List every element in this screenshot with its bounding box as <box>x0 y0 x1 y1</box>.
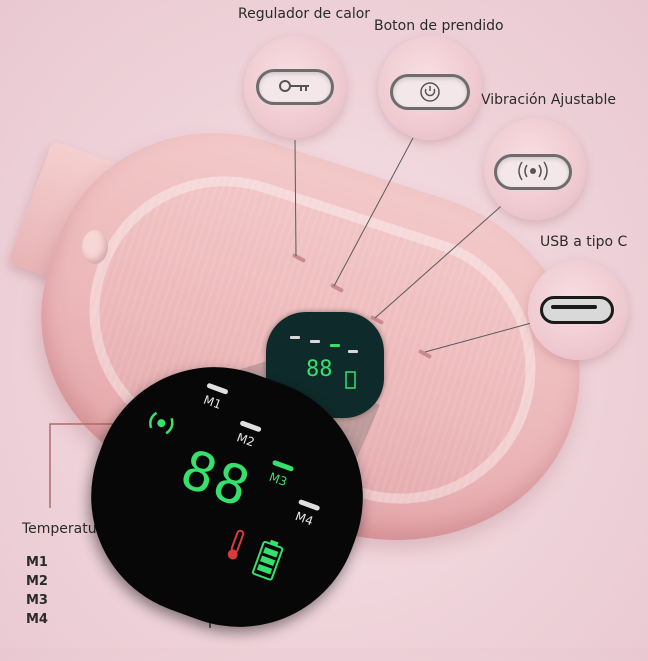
vibration-icon <box>518 161 548 181</box>
small-display-digits: 88 <box>306 357 333 382</box>
heat-regulator-pill <box>256 69 334 105</box>
vibration-label: Vibración Ajustable <box>481 92 616 108</box>
power-button-pill <box>390 74 470 110</box>
usb-callout <box>528 260 628 360</box>
m4-label: M4 <box>293 509 316 529</box>
m1-label: M1 <box>201 392 224 412</box>
power-button-callout <box>378 36 482 140</box>
heat-regulator-callout <box>244 36 346 138</box>
mode-list-m1: M1 <box>26 555 48 570</box>
thermometer-icon <box>227 529 245 560</box>
device-knob <box>82 230 108 264</box>
mode-list-m2: M2 <box>26 574 48 589</box>
device-display-zoom: M1 M2 M3 M4 88 <box>57 333 397 661</box>
temperature-digits: 88 <box>172 437 260 521</box>
power-icon <box>420 82 440 102</box>
power-button-label: Boton de prendido <box>374 18 504 34</box>
temperature-label: Temperatura <box>22 521 111 537</box>
small-display-graphics: 88 <box>290 336 358 389</box>
usb-label: USB a tipo C <box>540 234 628 250</box>
m2-label: M2 <box>234 430 257 450</box>
mode-list-m4: M4 <box>26 612 48 627</box>
vibration-pill <box>494 154 572 190</box>
mode-list-m3: M3 <box>26 593 48 608</box>
battery-icon <box>252 539 284 581</box>
m3-label: M3 <box>267 469 289 490</box>
signal-icon <box>149 411 174 435</box>
usb-c-icon <box>540 296 614 324</box>
vibration-callout <box>484 118 586 220</box>
key-icon <box>279 80 309 92</box>
heat-regulator-label: Regulador de calor <box>238 6 371 22</box>
